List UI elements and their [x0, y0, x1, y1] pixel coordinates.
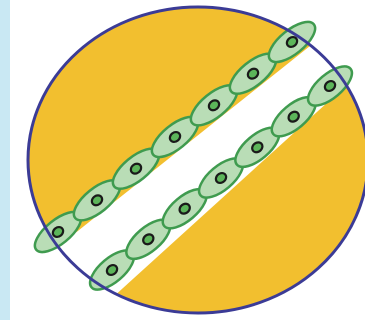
diagram-stage: [0, 0, 365, 320]
cell-rows-diagram: [0, 0, 365, 320]
